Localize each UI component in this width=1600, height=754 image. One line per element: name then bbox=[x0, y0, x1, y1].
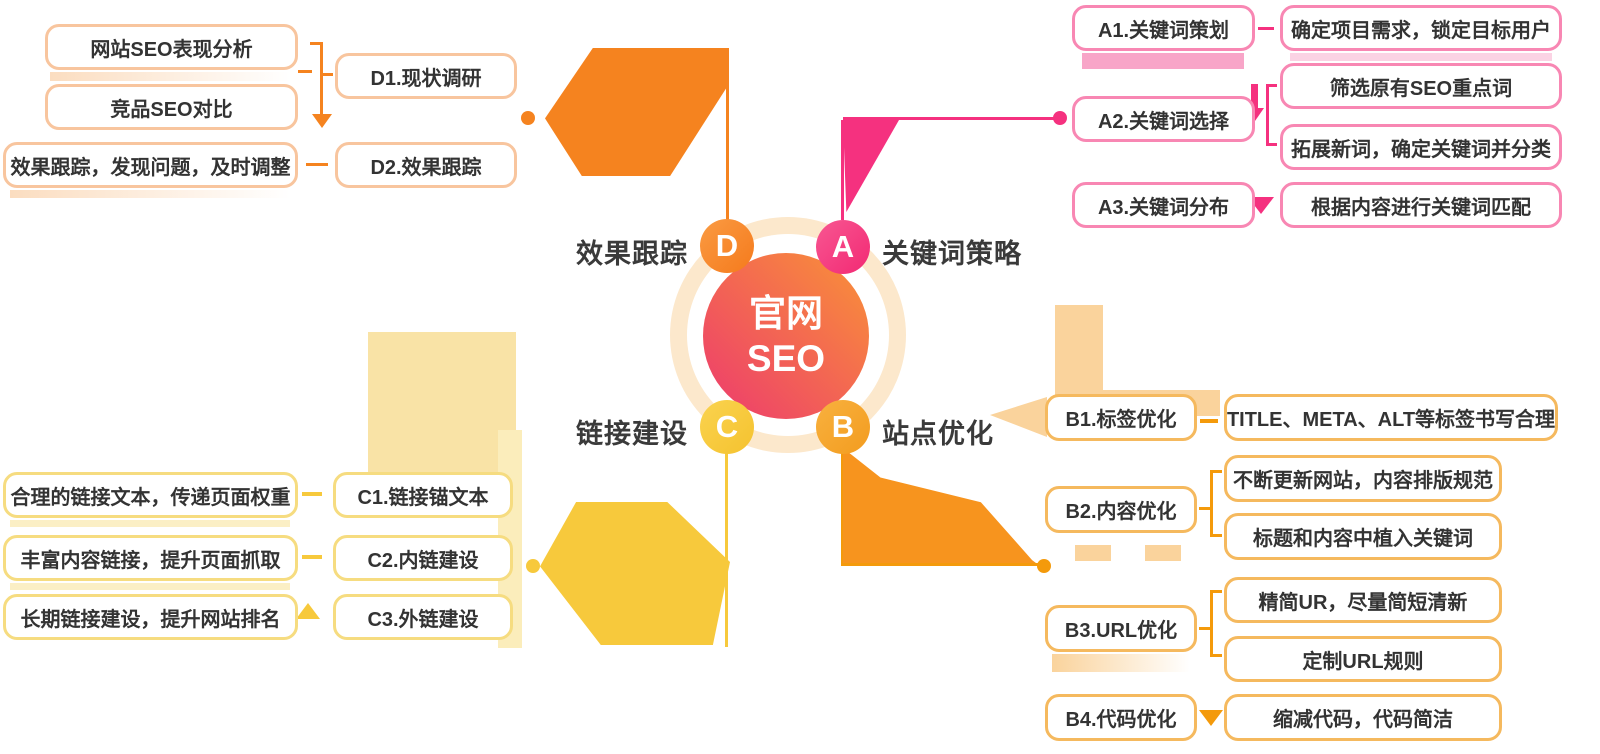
c-branch-stem-line bbox=[725, 452, 728, 647]
label-branch-b: 站点优化 bbox=[882, 419, 994, 449]
b3-bracket-line bbox=[1210, 590, 1213, 657]
a2-arrow-shaft bbox=[1251, 84, 1258, 110]
c3-topic-box: C3.外链建设 bbox=[333, 594, 513, 640]
a3-desc-box: 根据内容进行关键词匹配 bbox=[1280, 182, 1562, 228]
c2-shadow-bar bbox=[10, 583, 290, 590]
d1-bracket-tick-mid bbox=[323, 73, 333, 76]
a1-connector-dash bbox=[1258, 27, 1274, 30]
d-branch-dot bbox=[521, 111, 535, 125]
label-branch-c: 链接建设 bbox=[576, 419, 688, 449]
b4-desc-box: 缩减代码，代码简洁 bbox=[1224, 694, 1502, 741]
c-branch-wedge bbox=[540, 502, 730, 645]
b-branch-h-line bbox=[843, 563, 1043, 566]
d-branch-stem-line bbox=[726, 50, 729, 220]
a-branch-h-line bbox=[843, 117, 1058, 120]
d1-connector-dash bbox=[298, 70, 312, 73]
c1-shadow-bar bbox=[10, 520, 290, 527]
d-branch-wedge bbox=[545, 48, 729, 176]
b2-bracket-dash bbox=[1199, 507, 1210, 510]
c2-topic-box: C2.内链建设 bbox=[333, 535, 513, 581]
node-a-letter: A bbox=[831, 229, 855, 264]
c1-desc-box: 合理的链接文本，传递页面权重 bbox=[3, 472, 298, 518]
label-branch-a: 关键词策略 bbox=[882, 239, 1022, 269]
c2-connector-dash bbox=[302, 555, 322, 559]
node-c-letter: C bbox=[715, 409, 739, 444]
b3-shadow-bar bbox=[1052, 654, 1190, 672]
a3-topic-box: A3.关键词分布 bbox=[1072, 182, 1255, 228]
a-branch-stem-line bbox=[841, 120, 844, 220]
a2-bracket-tick-bottom bbox=[1269, 143, 1277, 146]
d1-bracket-arrow-icon bbox=[312, 114, 332, 128]
b1-connector-dash bbox=[1200, 419, 1218, 423]
b2-bracket-line bbox=[1210, 470, 1213, 537]
d1-desc-box-2: 竞品SEO对比 bbox=[45, 84, 298, 130]
a2-desc-box-2: 拓展新词，确定关键词并分类 bbox=[1280, 124, 1562, 170]
b-deco-leg-1 bbox=[1075, 545, 1111, 561]
center-title-line1: 官网 bbox=[749, 292, 823, 334]
b-branch-wedge bbox=[843, 448, 1040, 566]
b4-triangle-icon bbox=[1199, 710, 1223, 726]
b-branch-stem-line bbox=[841, 452, 844, 566]
node-d-letter: D bbox=[715, 228, 739, 263]
c3-triangle-icon bbox=[296, 603, 320, 619]
d2-desc-box: 效果跟踪，发现问题，及时调整 bbox=[3, 142, 298, 188]
c1-connector-dash bbox=[302, 492, 322, 496]
b1-desc-box: TITLE、META、ALT等标签书写合理 bbox=[1224, 394, 1558, 441]
d2-desc-shadow-bar bbox=[10, 190, 290, 198]
a2-bracket-tick-top bbox=[1269, 84, 1277, 87]
node-b-letter: B bbox=[831, 409, 855, 444]
c2-desc-box: 丰富内容链接，提升页面抓取 bbox=[3, 535, 298, 581]
d1-bracket-line bbox=[320, 42, 323, 122]
a-branch-dot bbox=[1053, 111, 1067, 125]
a-branch-wedge bbox=[843, 120, 899, 212]
a1-desc-shadow-bar bbox=[1290, 53, 1552, 61]
d1-desc-shadow-bar bbox=[50, 72, 290, 81]
b1-topic-box: B1.标签优化 bbox=[1045, 394, 1197, 441]
b2-bracket-tick-bottom bbox=[1213, 534, 1222, 537]
b4-topic-box: B4.代码优化 bbox=[1045, 694, 1197, 741]
b2-topic-box: B2.内容优化 bbox=[1045, 486, 1197, 533]
a1-desc-box: 确定项目需求，锁定目标用户 bbox=[1280, 5, 1562, 51]
c-deco-rect bbox=[368, 332, 516, 478]
node-b-circle: B bbox=[816, 400, 870, 454]
b3-bracket-tick-top bbox=[1213, 590, 1222, 593]
d2-topic-box: D2.效果跟踪 bbox=[335, 142, 517, 188]
node-a-circle: A bbox=[816, 220, 870, 274]
a2-topic-box: A2.关键词选择 bbox=[1072, 96, 1255, 142]
b3-bracket-tick-bottom bbox=[1213, 654, 1222, 657]
label-branch-d: 效果跟踪 bbox=[576, 239, 688, 269]
b3-desc-box-2: 定制URL规则 bbox=[1224, 636, 1502, 682]
d1-topic-box: D1.现状调研 bbox=[335, 53, 517, 99]
a2-bracket-line bbox=[1266, 84, 1269, 146]
d1-desc-box-1: 网站SEO表现分析 bbox=[45, 24, 298, 70]
b-deco-leg-2 bbox=[1145, 545, 1181, 561]
b3-topic-box: B3.URL优化 bbox=[1045, 605, 1197, 652]
node-c-circle: C bbox=[700, 400, 754, 454]
b2-desc-box-2: 标题和内容中植入关键词 bbox=[1224, 513, 1502, 560]
c1-topic-box: C1.链接锚文本 bbox=[333, 472, 513, 518]
a1-topic-box: A1.关键词策划 bbox=[1072, 5, 1255, 51]
b-deco-vbar bbox=[1055, 305, 1103, 392]
b2-bracket-tick-top bbox=[1213, 470, 1222, 473]
c3-desc-box: 长期链接建设，提升网站排名 bbox=[3, 594, 298, 640]
c-branch-dot bbox=[526, 559, 540, 573]
center-title-line2: SEO bbox=[746, 338, 826, 379]
b-branch-dot bbox=[1037, 559, 1051, 573]
a2-desc-box-1: 筛选原有SEO重点词 bbox=[1280, 63, 1562, 109]
node-d-circle: D bbox=[700, 219, 754, 273]
b3-bracket-dash bbox=[1199, 627, 1210, 630]
b3-desc-box-1: 精简UR，尽量简短清新 bbox=[1224, 577, 1502, 623]
d2-connector-dash bbox=[306, 163, 328, 166]
b2-desc-box-1: 不断更新网站，内容排版规范 bbox=[1224, 455, 1502, 502]
center-circle: 官网 SEO bbox=[703, 253, 869, 419]
a1-shadow-bar bbox=[1082, 53, 1244, 69]
b-deco-wedge-small bbox=[990, 397, 1047, 437]
d1-bracket-tick-top bbox=[310, 42, 320, 45]
